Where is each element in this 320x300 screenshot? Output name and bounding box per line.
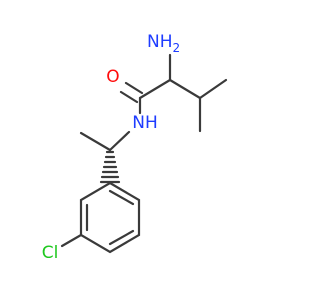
bond-carbonyl-alpha: [138, 78, 172, 100]
bond-carbonyl-double-2: [119, 90, 139, 104]
bond-ring-chlorine: [60, 233, 83, 248]
structure-canvas: NH2 O NH Cl: [42, 32, 228, 263]
amide-nh-label: NH: [132, 113, 158, 133]
bonds: [60, 53, 228, 254]
oxygen-label: O: [106, 67, 119, 87]
bond-alpha-isopropyl: [168, 78, 202, 100]
bond-chiral-methyl: [79, 131, 112, 152]
chlorine-label: Cl: [42, 243, 59, 263]
aromatic-double-1: [108, 189, 135, 206]
amine-label: NH2: [147, 32, 180, 55]
aromatic-double-2: [108, 229, 135, 246]
bond-carbonyl-double-1: [124, 81, 144, 95]
benzene-ring: [79, 181, 141, 254]
atom-labels: NH2 O NH Cl: [42, 32, 180, 263]
bond-isopropyl-methyl-1: [198, 78, 228, 100]
hashed-wedge-bond: [99, 150, 121, 184]
bond-amide-n-chiral: [108, 130, 131, 152]
molecule-diagram: NH2 O NH Cl: [42, 32, 228, 263]
